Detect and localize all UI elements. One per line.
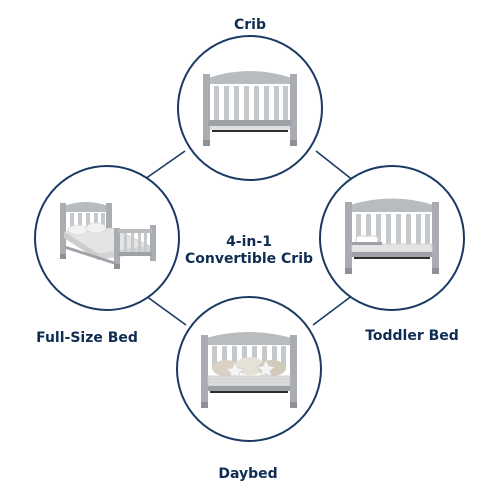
- center-title-line2: Convertible Crib: [185, 251, 313, 267]
- connector-fullsize-crib: [144, 150, 186, 180]
- label-toddler-bed: Toddler Bed: [365, 328, 459, 344]
- toddler-bed-illustration: [345, 198, 439, 274]
- label-crib: Crib: [234, 17, 266, 33]
- node-daybed: [176, 296, 322, 442]
- node-toddler: [319, 165, 465, 311]
- label-full-size-bed: Full-Size Bed: [36, 330, 138, 346]
- crib-circle: [177, 35, 323, 181]
- toddler-circle: [319, 165, 465, 311]
- connector-lines: [144, 150, 355, 326]
- node-crib: [177, 35, 323, 181]
- crib-illustration: [203, 71, 297, 146]
- node-fullsize: [34, 165, 180, 311]
- center-title-line1: 4-in-1: [226, 234, 272, 250]
- full-size-bed-illustration: [60, 202, 156, 269]
- label-daybed: Daybed: [218, 466, 277, 482]
- connector-daybed-fullsize: [145, 295, 187, 326]
- daybed-illustration: [201, 332, 297, 408]
- connector-toddler-daybed: [312, 294, 354, 326]
- connector-crib-toddler: [315, 150, 355, 182]
